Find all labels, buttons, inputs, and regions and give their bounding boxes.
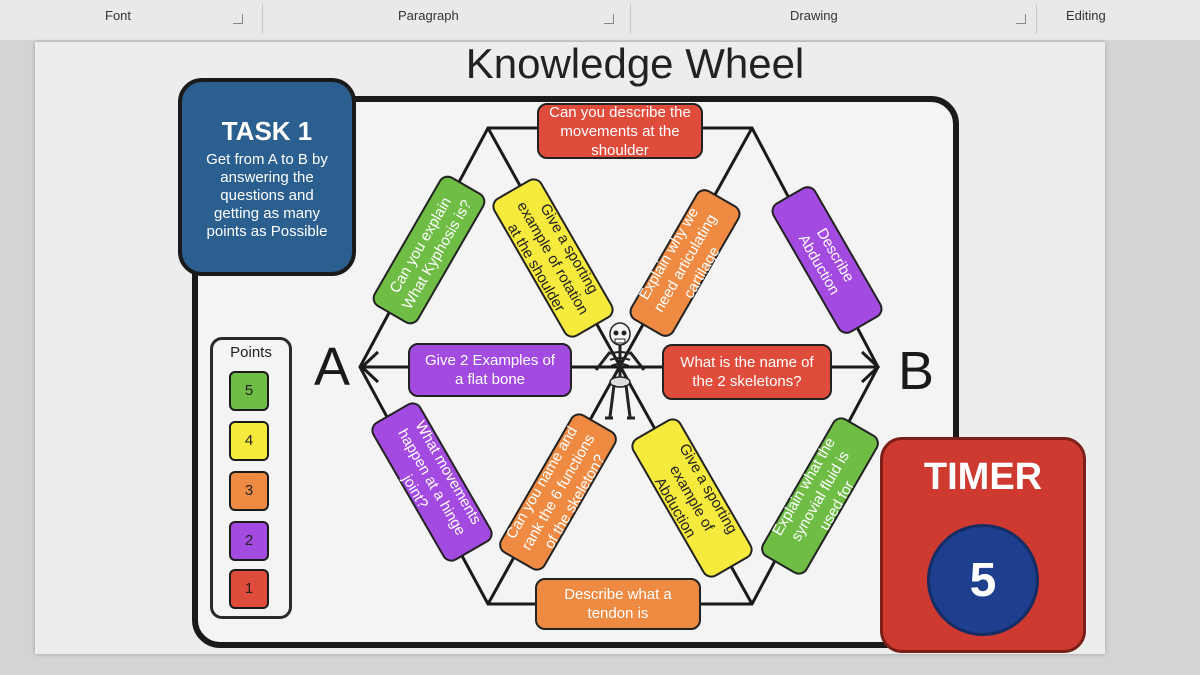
question-card[interactable]: Give 2 Examples of a flat bone	[408, 343, 572, 397]
skeleton-icon[interactable]	[588, 322, 652, 422]
question-card[interactable]: Describe what a tendon is	[535, 578, 701, 630]
ribbon-group-paragraph: Paragraph	[398, 8, 459, 23]
font-dialog-launcher-icon[interactable]	[233, 14, 243, 24]
page-title[interactable]: Knowledge Wheel	[465, 40, 805, 87]
question-card[interactable]: What is the name of the 2 skeletons?	[662, 344, 832, 400]
ribbon-separator	[630, 4, 631, 34]
task-title: TASK 1	[221, 116, 313, 146]
points-box-1: 1	[229, 569, 269, 609]
task-description: Get from A to B by answering the questio…	[206, 151, 328, 240]
ribbon-separator	[1036, 4, 1037, 34]
ribbon-group-drawing: Drawing	[790, 8, 838, 23]
task-box[interactable]: TASK 1 Get from A to B by answering the …	[178, 78, 356, 276]
start-label-a: A	[314, 337, 351, 397]
points-box-2: 2	[229, 521, 269, 561]
ribbon-separator	[262, 4, 263, 34]
timer-title: TIMER	[923, 456, 1043, 498]
points-legend[interactable]: Points 5 4 3 2 1	[210, 337, 292, 619]
ribbon-group-editing: Editing	[1066, 8, 1106, 23]
paragraph-dialog-launcher-icon[interactable]	[604, 14, 614, 24]
question-card[interactable]: Can you describe the movements at the sh…	[537, 103, 703, 159]
ribbon-group-font: Font	[105, 8, 132, 23]
points-box-5: 5	[229, 371, 269, 411]
end-label-b: B	[898, 341, 935, 401]
points-box-4: 4	[229, 421, 269, 461]
timer-countdown: 5	[927, 524, 1039, 636]
drawing-dialog-launcher-icon[interactable]	[1016, 14, 1026, 24]
points-box-3: 3	[229, 471, 269, 511]
timer-panel[interactable]: TIMER 5	[880, 437, 1086, 653]
points-legend-title: Points	[230, 344, 272, 361]
